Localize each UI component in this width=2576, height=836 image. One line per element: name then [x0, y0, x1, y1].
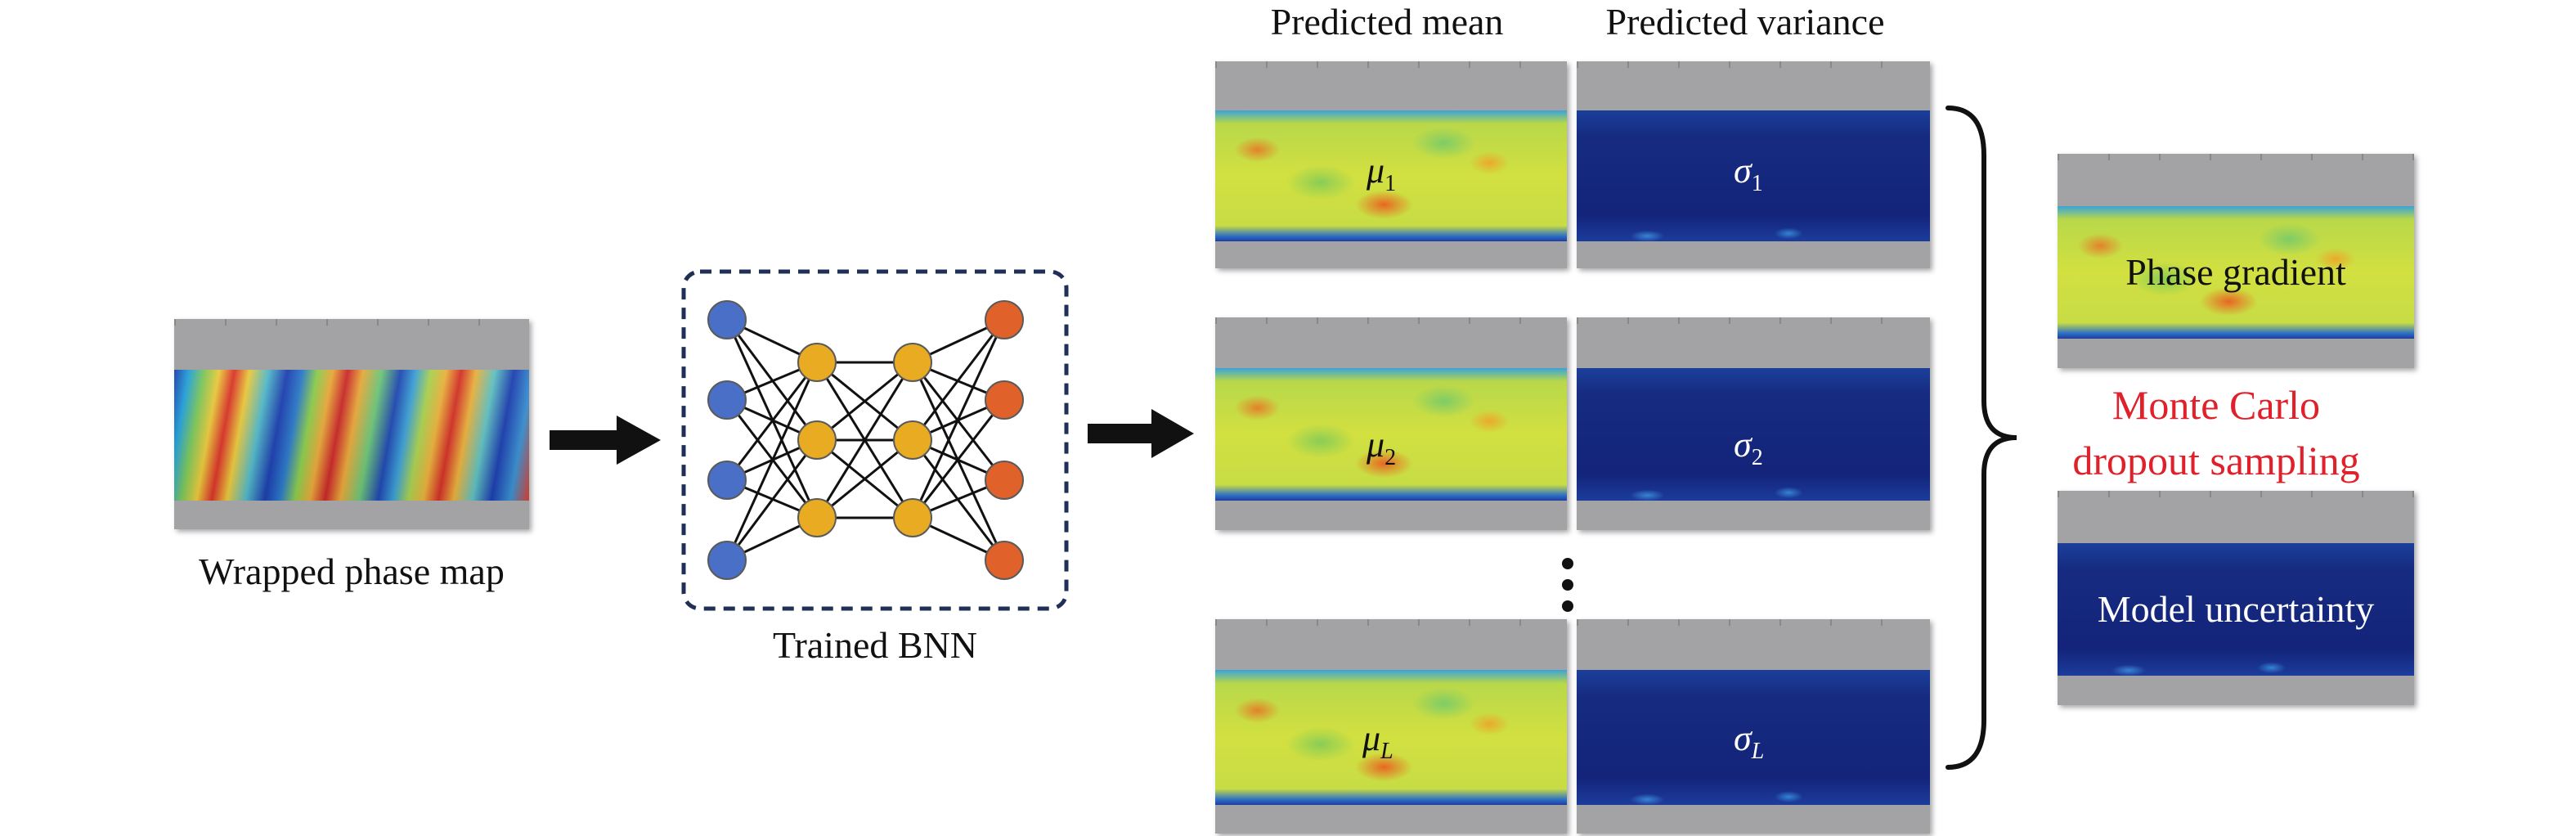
bnn-node-input: [707, 300, 747, 339]
predicted-mean-panel-L: μL: [1215, 619, 1567, 834]
mu-label-2: μ2: [1367, 425, 1397, 470]
phase-gradient-field: [2058, 206, 2414, 339]
wrapped-phase-map-caption: Wrapped phase map: [199, 551, 505, 592]
variance-field: [1577, 368, 1930, 501]
model-uncertainty-label: Model uncertainty: [2097, 588, 2375, 630]
model-uncertainty-field: [2058, 543, 2414, 676]
predicted-variance-panel-2: σ2: [1577, 317, 1930, 530]
phase-gradient-label: Phase gradient: [2125, 251, 2346, 293]
arrow-right-icon: [550, 416, 661, 465]
bnn-node-hidden2: [893, 420, 932, 460]
predicted-variance-panel-L: σL: [1577, 619, 1930, 834]
ellipsis-dots: [1562, 558, 1573, 612]
bnn-network-diagram: [681, 269, 1069, 611]
bnn-connection: [911, 319, 1006, 441]
bnn-node-hidden1: [797, 420, 837, 460]
bnn-connection: [725, 362, 819, 561]
method-line-1: Monte Carlo: [2112, 382, 2321, 428]
bnn-connection: [725, 439, 819, 561]
bnn-node-hidden2: [893, 498, 932, 537]
sigma-label-1: σ1: [1734, 151, 1763, 196]
mean-field: [1215, 110, 1567, 241]
wrapped-phase-band: [174, 370, 529, 501]
phase-gradient-panel: Phase gradient: [2058, 154, 2414, 368]
panel-ticks: [174, 319, 529, 326]
model-uncertainty-panel: Model uncertainty: [2058, 491, 2414, 705]
bnn-connection: [911, 319, 1006, 519]
bnn-node-output: [985, 541, 1024, 580]
predicted-mean-panel-2: μ2: [1215, 317, 1567, 530]
bnn-connection: [815, 362, 914, 519]
bnn-node-input: [707, 380, 747, 420]
bnn-node-input: [707, 461, 747, 500]
bnn-node-input: [707, 541, 747, 580]
mean-field: [1215, 670, 1567, 805]
mu-label-1: μ1: [1367, 151, 1397, 196]
bnn-node-output: [985, 300, 1024, 339]
predicted-mean-header: Predicted mean: [1270, 1, 1504, 43]
variance-field: [1577, 670, 1930, 805]
bnn-connection: [725, 362, 819, 481]
variance-field: [1577, 110, 1930, 241]
method-line-2: dropout sampling: [2072, 438, 2360, 483]
wrapped-phase-map-image: [174, 319, 529, 529]
sigma-label-2: σ2: [1734, 425, 1763, 470]
mu-label-L: μL: [1362, 718, 1393, 764]
bnn-connection: [816, 361, 913, 442]
bnn-connection: [911, 399, 1006, 519]
bnn-connection: [816, 438, 913, 519]
arrow-right-icon: [1088, 409, 1194, 458]
bnn-node-hidden1: [797, 498, 837, 537]
bnn-node-hidden1: [797, 343, 837, 382]
bnn-caption: Trained BNN: [772, 624, 978, 666]
predicted-variance-panel-1: σ1: [1577, 61, 1930, 268]
predicted-variance-header: Predicted variance: [1605, 1, 1885, 43]
sigma-label-L: σL: [1734, 718, 1765, 764]
curly-brace-icon: [1945, 106, 2017, 770]
mean-field: [1215, 368, 1567, 501]
bnn-node-output: [985, 461, 1024, 500]
bnn-node-hidden2: [893, 343, 932, 382]
predicted-mean-panel-1: μ1: [1215, 61, 1567, 268]
bnn-node-output: [985, 380, 1024, 420]
